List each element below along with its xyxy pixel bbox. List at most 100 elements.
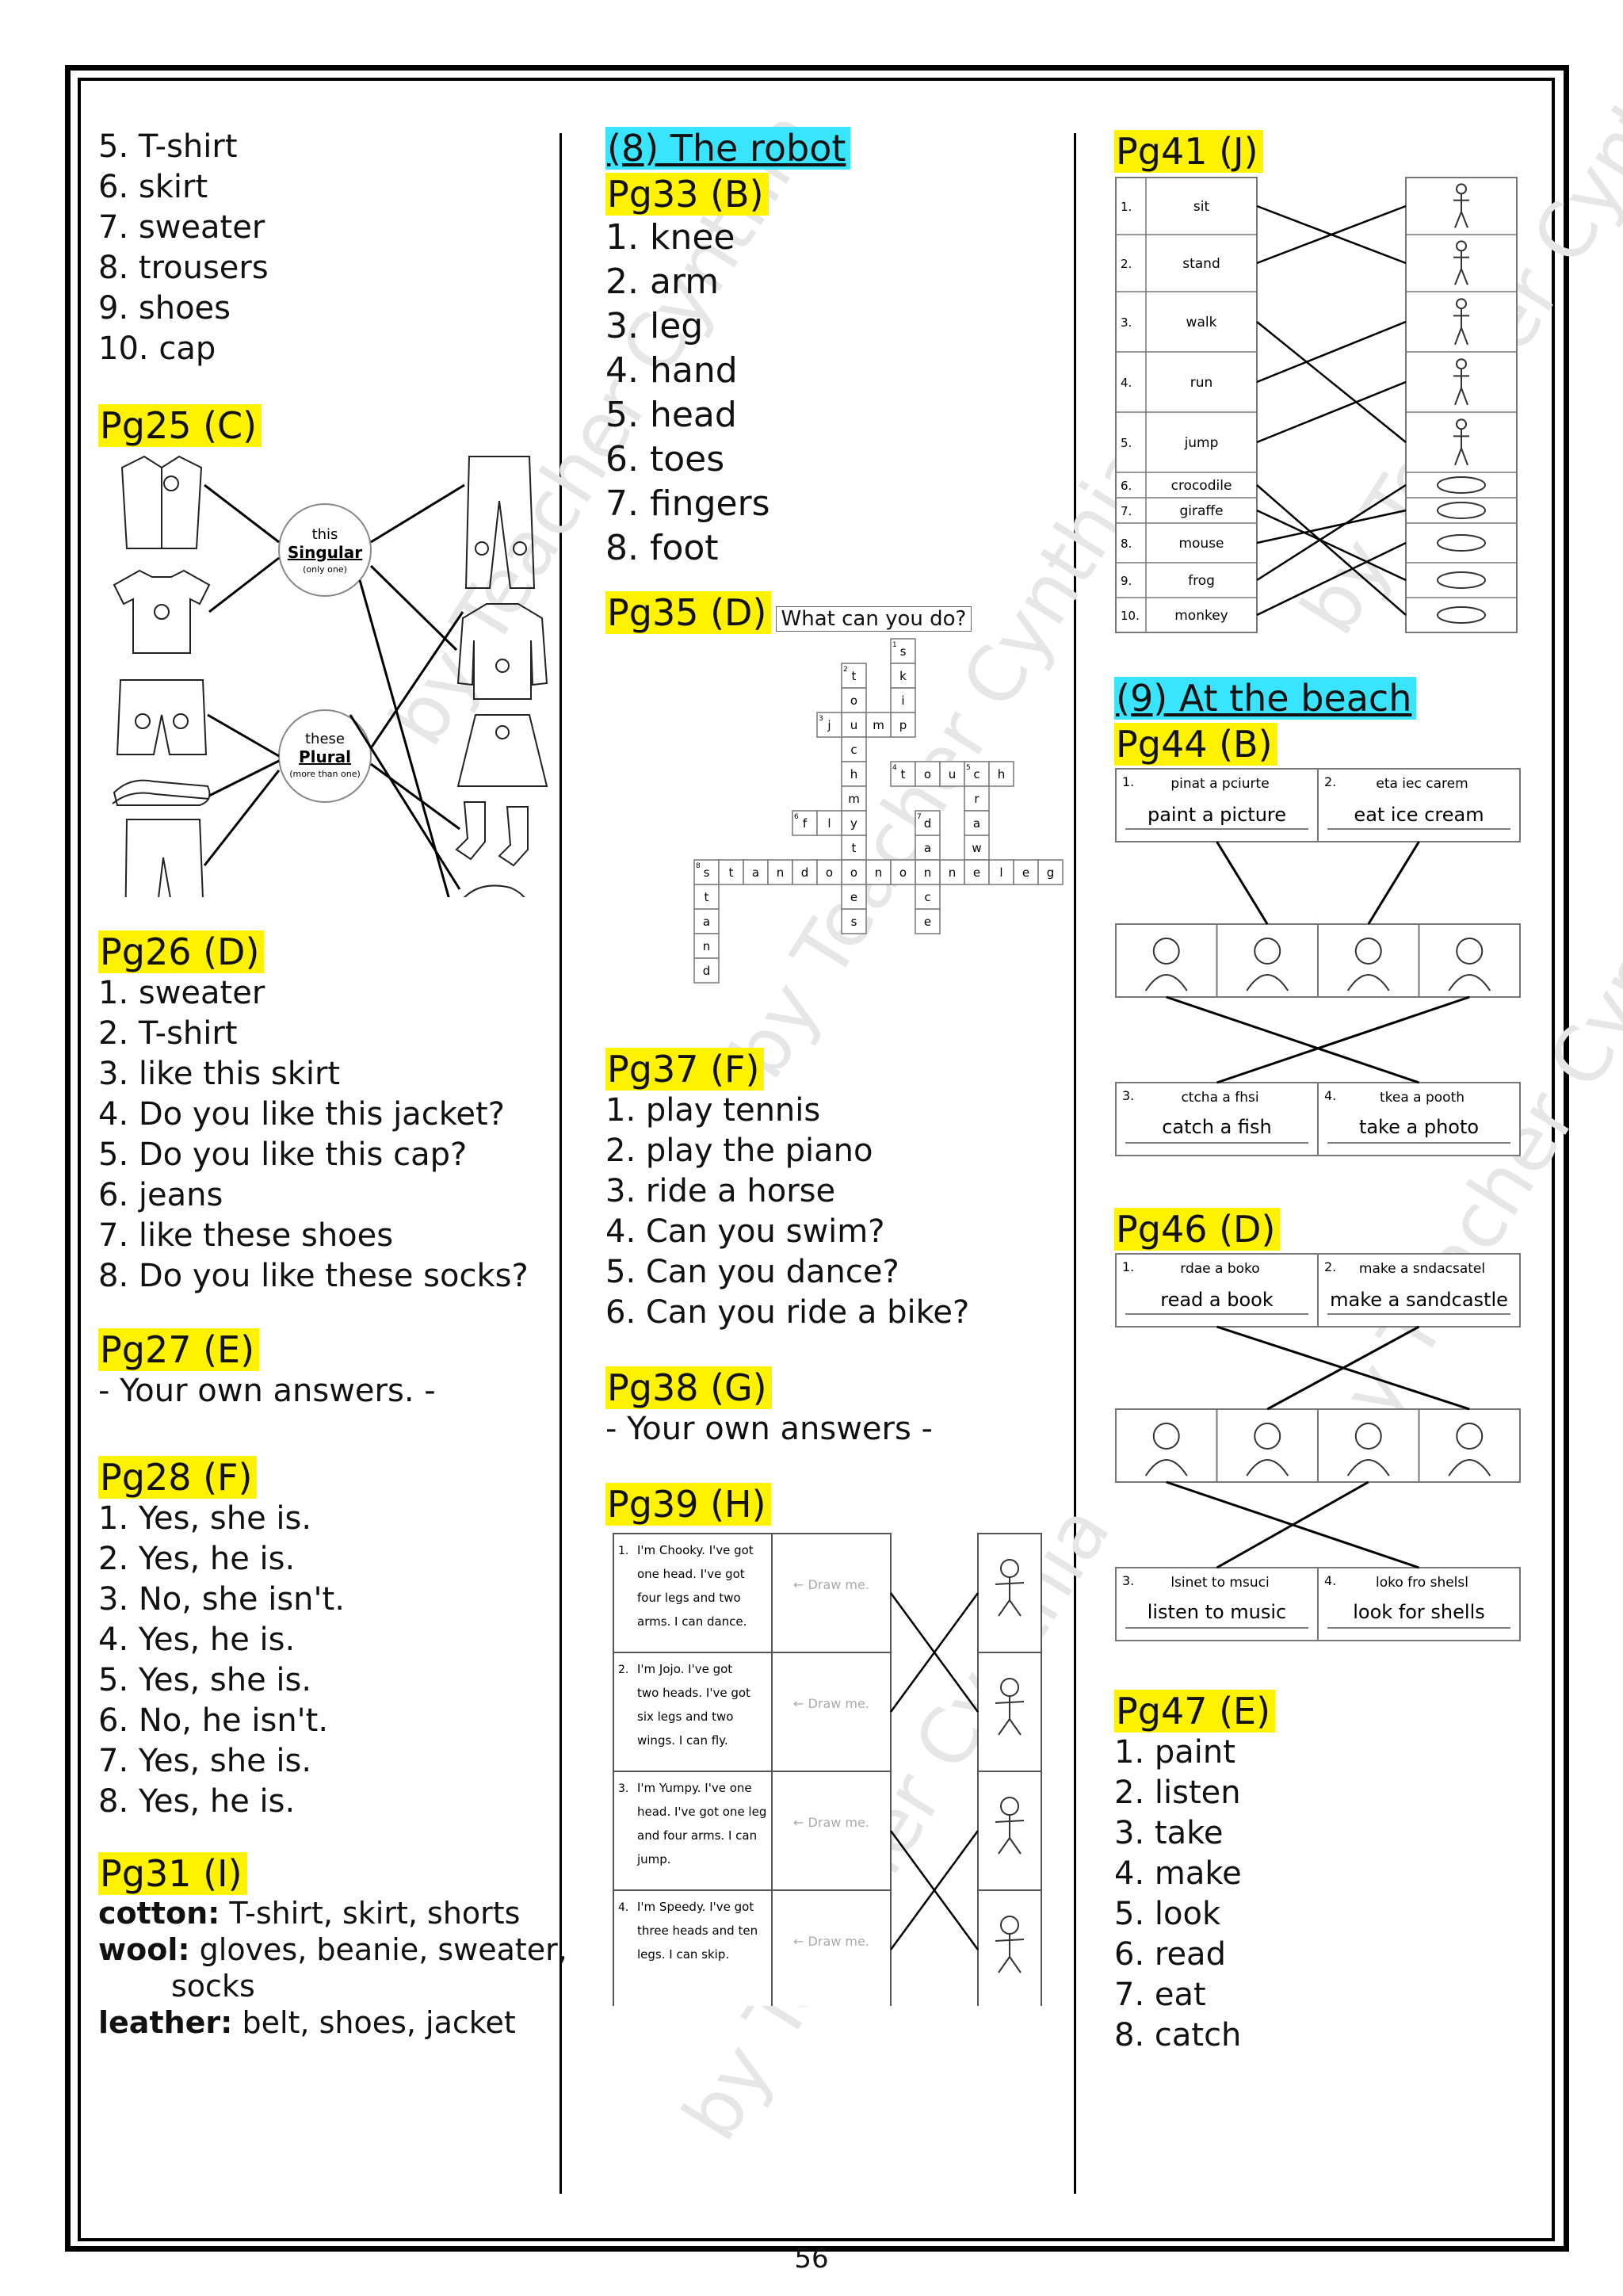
crossword-letter: a <box>703 915 710 929</box>
list-item: 1. play tennis <box>605 1092 821 1129</box>
list-item: 6. Can you ride a bike? <box>605 1294 970 1331</box>
crossword-cell <box>865 712 892 738</box>
column-divider <box>559 133 562 2194</box>
crossword-cell <box>915 908 941 934</box>
scrambled-phrase: tkea a pooth <box>1380 1090 1465 1106</box>
list-item: 2. arm <box>605 262 720 302</box>
crossword-cell <box>1013 859 1039 885</box>
svg-text:these: these <box>305 731 345 747</box>
answer-phrase: make a sandcastle <box>1330 1289 1508 1311</box>
crossword-letter: f <box>803 816 808 831</box>
scrambled-phrase: make a sndacsatel <box>1359 1261 1485 1277</box>
scrambled-phrase: loko fro shelsl <box>1376 1575 1468 1591</box>
monster-description: head. I've got one leg <box>637 1805 766 1819</box>
action-word: frog <box>1188 573 1215 589</box>
matching-line <box>1256 509 1407 582</box>
answer-phrase: read a book <box>1160 1289 1274 1311</box>
crossword-letter: o <box>899 865 907 880</box>
person-icon <box>1254 938 1281 965</box>
list-item: 5. look <box>1114 1896 1221 1932</box>
crossword-letter: n <box>703 939 711 953</box>
monster-description: arms. I can dance. <box>637 1614 747 1629</box>
answer-phrase: catch a fish <box>1162 1116 1272 1138</box>
crossword-letter: t <box>901 767 906 781</box>
person-icon <box>1354 1423 1382 1450</box>
crossword-letter: n <box>949 865 957 880</box>
matching-line <box>1256 483 1407 582</box>
crossword-letter: d <box>703 964 711 978</box>
crossword-letter: e <box>924 915 931 929</box>
crossword-cell <box>939 859 965 885</box>
list-item: 7. sweater <box>98 209 265 246</box>
crossword-cell <box>841 859 867 885</box>
matching-line <box>1256 380 1407 444</box>
crossword-cell <box>841 884 867 910</box>
skeleton-icon <box>1456 418 1467 430</box>
item-number: 4. <box>1324 1088 1336 1103</box>
monster-description: legs. I can skip. <box>637 1947 729 1962</box>
list-item: 5. T-shirt <box>98 128 238 165</box>
sweater-icon <box>456 603 548 700</box>
crossword-clue-number: 4 <box>892 764 897 772</box>
crossword-cell <box>693 908 720 934</box>
list-item: 5. Yes, she is. <box>98 1662 312 1698</box>
crossword-letter: o <box>850 693 857 708</box>
crossword-letter: t <box>705 890 709 904</box>
list-item: 5. Can you dance? <box>605 1254 899 1290</box>
column-divider <box>1074 133 1076 2194</box>
wool-line-2: socks <box>171 1969 255 2004</box>
list-item: 9. shoes <box>98 290 231 327</box>
crossword-cell <box>841 663 867 689</box>
section-robot-heading: (8) The robot <box>605 127 851 170</box>
action-word: walk <box>1186 315 1217 330</box>
crossword-cell <box>915 761 941 787</box>
monster-description: six legs and two <box>637 1710 733 1724</box>
singular-circle: this Singular (only one) <box>278 503 372 597</box>
matching-line <box>1256 509 1407 544</box>
list-item: 2. Yes, he is. <box>98 1541 296 1577</box>
crossword-cell <box>915 884 941 910</box>
row-number: 2. <box>1121 257 1132 271</box>
list-item: 8. Yes, he is. <box>98 1783 296 1820</box>
person-icon <box>1152 938 1180 965</box>
row-number: 9. <box>1121 574 1132 588</box>
crossword-letter: d <box>801 865 809 880</box>
list-item: 8. catch <box>1114 2017 1242 2053</box>
list-item: 3. ride a horse <box>605 1173 836 1209</box>
item-number: 3. <box>1122 1573 1134 1588</box>
list-item: 6. skirt <box>98 169 208 205</box>
action-word: stand <box>1182 256 1220 272</box>
row-number: 8. <box>1121 537 1132 551</box>
crossword-clue-number: 2 <box>843 666 848 674</box>
skirt-icon <box>456 714 548 787</box>
list-item: 8. foot <box>605 528 719 568</box>
trousers-icon <box>124 819 204 897</box>
crossword-letter: y <box>850 816 857 831</box>
crossword-letter: k <box>899 669 907 683</box>
person-icon <box>1254 1423 1281 1450</box>
page-number: 56 <box>794 2243 829 2275</box>
crossword-letter: g <box>1047 865 1055 880</box>
list-item: 7. Yes, she is. <box>98 1743 312 1779</box>
matching-line <box>1256 204 1407 265</box>
skeleton-icon <box>1456 358 1467 370</box>
crossword-clue-number: 5 <box>966 764 971 772</box>
crossword-letter: p <box>899 718 907 732</box>
crossword-letter: e <box>850 890 857 904</box>
matching-line <box>1216 841 1269 925</box>
list-item: 7. fingers <box>605 483 770 524</box>
matching-line <box>1367 841 1420 925</box>
monster-description: I'm Yumpy. I've one <box>637 1781 752 1795</box>
heading-pg27: Pg27 (E) <box>98 1328 260 1371</box>
crossword-letter: c <box>973 767 980 781</box>
crossword-letter: n <box>777 865 785 880</box>
scrambled-phrase: rdae a boko <box>1180 1261 1259 1277</box>
heading-pg39: Pg39 (H) <box>605 1483 771 1526</box>
action-word: crocodile <box>1171 478 1232 494</box>
crossword-letter: d <box>924 816 932 831</box>
crossword-letter: i <box>901 693 904 708</box>
